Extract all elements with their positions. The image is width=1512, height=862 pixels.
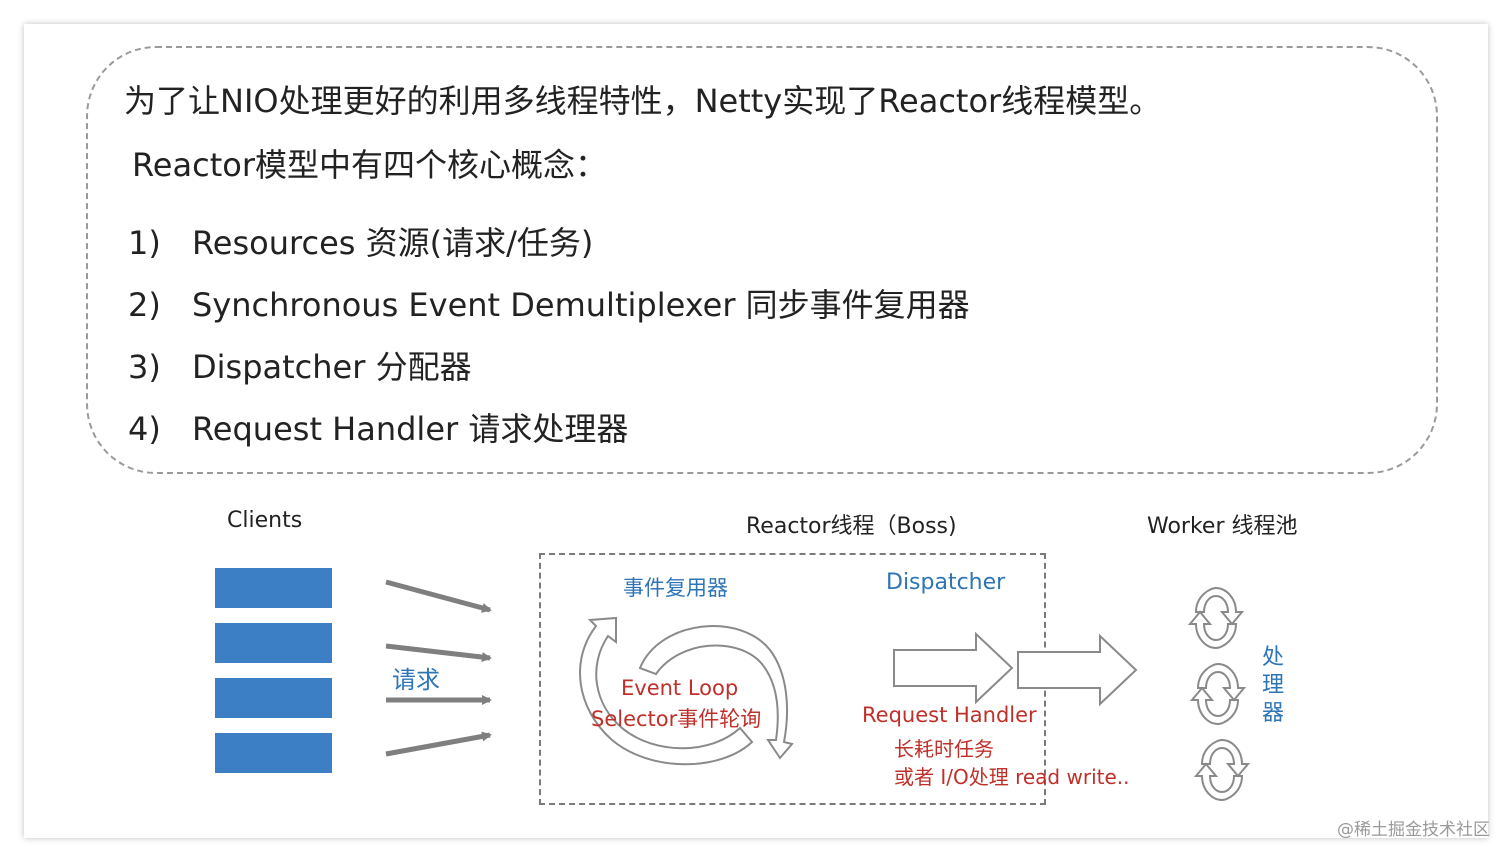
concept-item: 4) Request Handler 请求处理器 xyxy=(128,404,628,450)
clients-label: Clients xyxy=(227,508,303,533)
request-arrow xyxy=(385,731,492,757)
dispatch-arrow xyxy=(893,631,1014,705)
event-loop-cycle-icon xyxy=(579,616,794,766)
client-block xyxy=(215,568,332,608)
worker-cycle-icon xyxy=(1187,586,1245,650)
processor-label: 处理器 xyxy=(1262,645,1285,726)
request-arrow xyxy=(385,579,492,613)
concepts-panel xyxy=(86,46,1438,474)
long-task-label: 长耗时任务 xyxy=(894,737,994,761)
intro-text: 为了让NIO处理更好的利用多线程特性，Netty实现了Reactor线程模型。 xyxy=(124,82,1162,120)
io-task-label: 或者 I/O处理 read write.. xyxy=(894,765,1130,789)
client-block xyxy=(215,733,332,773)
concept-item: 3) Dispatcher 分配器 xyxy=(128,342,472,388)
concept-text: Request Handler 请求处理器 xyxy=(192,410,629,448)
concept-text: Resources 资源(请求/任务) xyxy=(192,224,594,262)
concept-text: Dispatcher 分配器 xyxy=(192,348,472,386)
concept-number: 4) xyxy=(128,410,161,448)
client-block xyxy=(215,623,332,663)
worker-cycle-icon xyxy=(1189,662,1247,726)
request-arrow xyxy=(385,643,492,663)
worker-cycle-icon xyxy=(1193,738,1251,802)
client-block xyxy=(215,678,332,718)
concept-number: 2) xyxy=(128,286,161,324)
concept-text: Synchronous Event Demultiplexer 同步事件复用器 xyxy=(192,286,970,324)
concept-item: 1) Resources 资源(请求/任务) xyxy=(128,218,593,264)
selector-label: Selector事件轮询 xyxy=(591,707,762,731)
dispatcher-label: Dispatcher xyxy=(886,570,1006,595)
demultiplexer-label: 事件复用器 xyxy=(623,576,728,600)
concept-item: 2) Synchronous Event Demultiplexer 同步事件复用… xyxy=(128,280,970,326)
worker-arrow xyxy=(1017,633,1138,707)
request-label: 请求 xyxy=(392,666,440,694)
worker-label: Worker 线程池 xyxy=(1147,514,1298,539)
reactor-label: Reactor线程（Boss) xyxy=(746,514,957,539)
subtitle-text: Reactor模型中有四个核心概念： xyxy=(132,146,607,184)
concept-number: 3) xyxy=(128,348,161,386)
concept-number: 1) xyxy=(128,224,161,262)
event-loop-label: Event Loop xyxy=(621,676,739,700)
watermark: @稀土掘金技术社区 xyxy=(1337,820,1490,840)
request-handler-label: Request Handler xyxy=(862,703,1037,727)
